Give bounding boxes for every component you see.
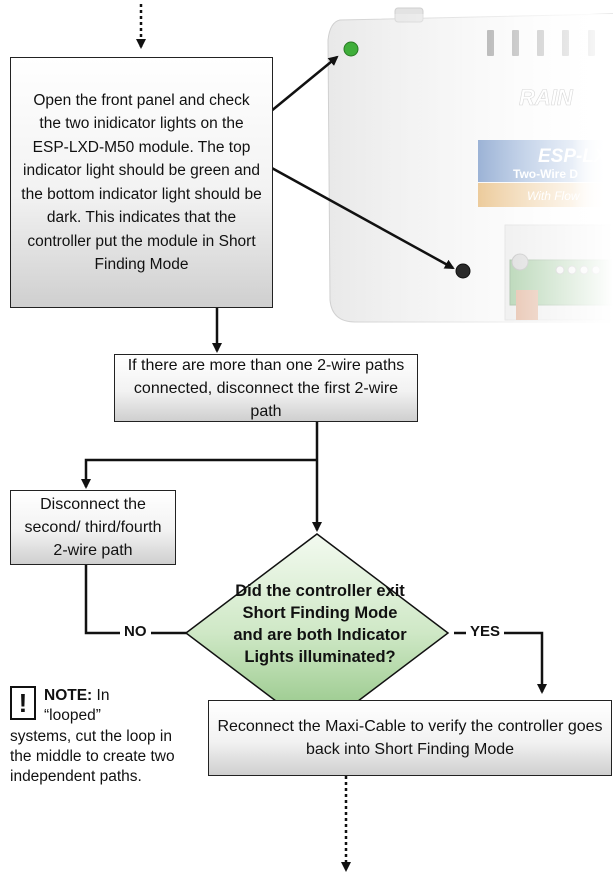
device-model-text: ESP-LX bbox=[538, 146, 608, 167]
note-line2: “looped” bbox=[44, 707, 101, 724]
yes-label: YES bbox=[466, 623, 505, 640]
device-flow-text: With Flow bbox=[527, 189, 581, 203]
note-body: systems, cut the loop in the middle to c… bbox=[10, 728, 175, 785]
top-indicator-light bbox=[343, 41, 359, 57]
bottom-indicator-light bbox=[455, 263, 471, 279]
yes-branch-line bbox=[454, 631, 547, 694]
step-disconnect-other-paths-text: Disconnect the second/ third/fourth 2-wi… bbox=[24, 496, 162, 559]
decision-text: Did the controller exit Short Finding Mo… bbox=[233, 582, 407, 666]
no-label: NO bbox=[120, 623, 151, 640]
step-disconnect-first-path-text: If there are more than one 2-wire paths … bbox=[127, 356, 405, 420]
device-brand-text: RAIN bbox=[519, 85, 574, 110]
arrow-to-disconnect-box bbox=[81, 458, 317, 489]
step-disconnect-first-path: If there are more than one 2-wire paths … bbox=[114, 354, 418, 422]
exclamation-icon: ! bbox=[10, 686, 36, 720]
step-check-indicator-lights-text: Open the front panel and check the two i… bbox=[21, 91, 262, 274]
note-heading-line: NOTE: In bbox=[44, 686, 109, 706]
note-heading: NOTE: bbox=[44, 687, 93, 704]
note-line1: In bbox=[96, 687, 110, 704]
arrow-to-top-light bbox=[269, 55, 339, 113]
step-disconnect-other-paths: Disconnect the second/ third/fourth 2-wi… bbox=[10, 490, 176, 565]
no-branch-line bbox=[84, 565, 188, 635]
device-subtitle-text: Two-Wire D bbox=[513, 167, 578, 181]
arrow-to-bottom-light bbox=[269, 165, 455, 270]
step-reconnect-maxi-cable-text: Reconnect the Maxi-Cable to verify the c… bbox=[217, 718, 603, 758]
step-reconnect-maxi-cable: Reconnect the Maxi-Cable to verify the c… bbox=[208, 700, 612, 776]
step-check-indicator-lights: Open the front panel and check the two i… bbox=[10, 57, 273, 308]
device-illustration bbox=[327, 7, 613, 324]
